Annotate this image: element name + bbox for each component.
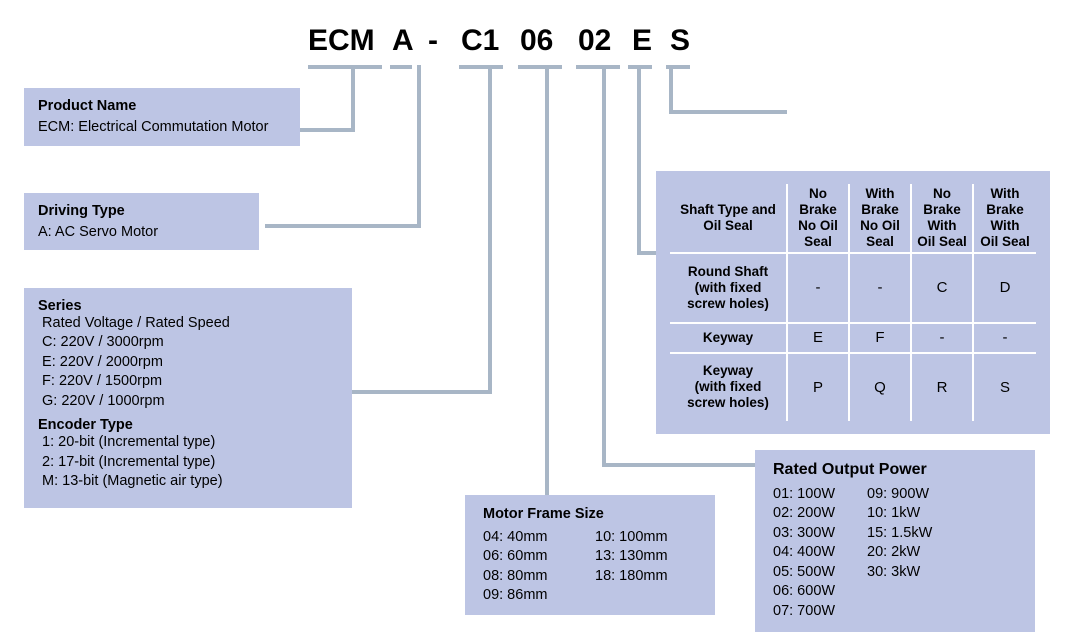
connector-segment (545, 65, 549, 495)
frame-size-left-2: 08: 80mm (483, 567, 548, 584)
connector-segment (637, 65, 641, 255)
underline-s (666, 65, 690, 69)
shaft-table-cell-1-3: - (974, 323, 1036, 354)
frame-size-right-0: 10: 100mm (595, 529, 668, 545)
frame-size-right-1: 13: 130mm (595, 548, 668, 565)
code-part-06: 06 (520, 24, 554, 57)
shaft-table-cell-2-3: S (974, 353, 1036, 421)
connector-segment (602, 463, 756, 467)
box-encoder-type-title: Encoder Type (38, 417, 133, 434)
code-part-e: E (632, 24, 653, 57)
box-motor-frame-size: Motor Frame Size 04: 40mm 06: 60mm 08: 8… (465, 495, 715, 615)
frame-size-left-3: 09: 86mm (483, 587, 548, 604)
underline-ecm (308, 65, 382, 69)
shaft-table-cell-2-1: Q (850, 353, 912, 421)
underline-06 (518, 65, 562, 69)
shaft-table-cell-0-3: D (974, 253, 1036, 324)
shaft-table-cell-0-0: - (788, 253, 850, 324)
power-left-5: 06: 600W (773, 583, 836, 600)
connector-segment (669, 65, 673, 114)
power-right-0: 09: 900W (867, 486, 930, 502)
box-driving-type-title: Driving Type (38, 203, 125, 219)
code-part-c1: C1 (461, 24, 500, 57)
box-encoder-type-line-1: 2: 17-bit (Incremental type) (38, 453, 216, 470)
shaft-table-cell-1-2: - (912, 323, 974, 354)
shaft-table-cell-0-1: - (850, 253, 912, 324)
code-part-ecm: ECM (308, 24, 375, 57)
shaft-table-cell-2-0: P (788, 353, 850, 421)
connector-segment (637, 251, 661, 255)
frame-size-left-0: 04: 40mm (483, 529, 548, 545)
box-rated-output-power-title: Rated Output Power (773, 461, 927, 478)
code-part-02: 02 (578, 24, 612, 57)
shaft-table-cell-1-1: F (850, 323, 912, 354)
connector-segment (296, 128, 355, 132)
box-encoder-type-line-0: 1: 20-bit (Incremental type) (38, 434, 216, 451)
power-left-2: 03: 300W (773, 524, 836, 541)
box-series-line-0: Rated Voltage / Rated Speed (38, 315, 230, 331)
frame-size-right-2: 18: 180mm (595, 567, 668, 584)
table-row: Keyway E F - - (670, 323, 1036, 354)
power-left-4: 05: 500W (773, 563, 836, 580)
connector-segment (417, 65, 421, 228)
box-driving-type-line-0: A: AC Servo Motor (38, 224, 159, 240)
connector-segment (351, 65, 355, 132)
box-driving-type: Driving Type A: AC Servo Motor (24, 193, 259, 250)
box-product-name-line-0: ECM: Electrical Commutation Motor (38, 119, 269, 135)
underline-a (390, 65, 412, 69)
box-motor-frame-size-title: Motor Frame Size (483, 506, 604, 522)
power-right-1: 10: 1kW (867, 505, 921, 522)
box-rated-output-power: Rated Output Power 01: 100W 02: 200W 03:… (755, 450, 1035, 632)
box-series-line-1: C: 220V / 3000rpm (38, 334, 164, 351)
code-part-s: S (670, 24, 691, 57)
code-part-a: A (392, 24, 414, 57)
power-left-3: 04: 400W (773, 544, 836, 561)
code-part-dash: - (428, 24, 438, 57)
shaft-table-cell-2-2: R (912, 353, 974, 421)
power-right-4: 30: 3kW (867, 563, 921, 580)
box-series-line-3: F: 220V / 1500rpm (38, 373, 163, 390)
shaft-table-cell-1-0: E (788, 323, 850, 354)
shaft-table-row-label-1: Keyway (670, 323, 788, 354)
connector-segment (669, 110, 787, 114)
frame-size-left-1: 06: 60mm (483, 548, 548, 565)
connector-segment (602, 65, 606, 467)
box-series: Series Rated Voltage / Rated Speed C: 22… (24, 288, 352, 508)
underline-c1 (459, 65, 503, 69)
power-right-3: 20: 2kW (867, 544, 921, 561)
connector-segment (265, 224, 421, 228)
shaft-table-cell-0-2: C (912, 253, 974, 324)
power-left-1: 02: 200W (773, 505, 836, 522)
connector-segment (488, 65, 492, 394)
power-left-6: 07: 700W (773, 602, 836, 619)
box-encoder-type-line-2: M: 13-bit (Magnetic air type) (38, 472, 223, 489)
box-product-name: Product Name ECM: Electrical Commutation… (24, 88, 300, 146)
box-series-line-2: E: 220V / 2000rpm (38, 353, 163, 370)
box-series-line-4: G: 220V / 1000rpm (38, 392, 165, 409)
underline-02 (576, 65, 620, 69)
power-left-0: 01: 100W (773, 486, 836, 502)
connector-segment (350, 390, 492, 394)
power-right-2: 15: 1.5kW (867, 524, 933, 541)
box-series-title: Series (38, 298, 82, 314)
box-product-name-title: Product Name (38, 98, 137, 114)
